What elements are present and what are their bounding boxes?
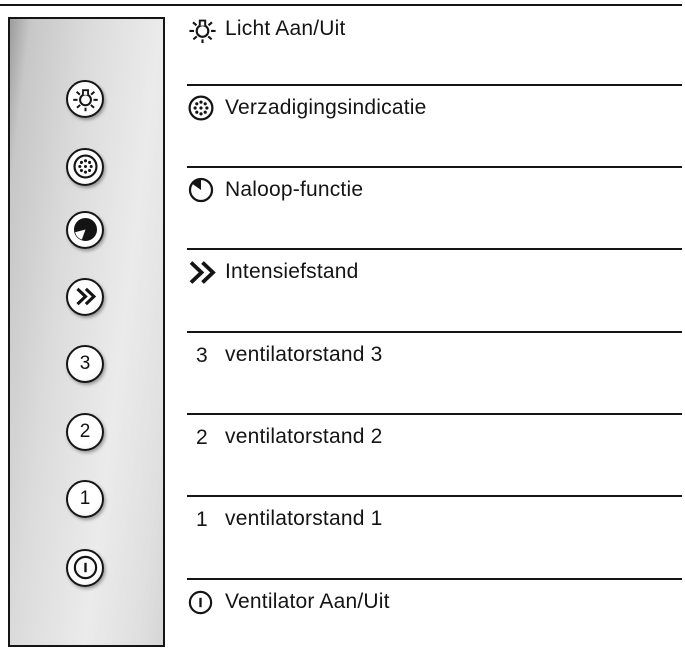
divider bbox=[187, 331, 682, 333]
top-divider bbox=[0, 4, 682, 6]
run-on-button bbox=[66, 210, 104, 249]
divider bbox=[187, 166, 682, 168]
key-1: 1 bbox=[196, 507, 208, 531]
fan-speed-3-label: 3 bbox=[79, 353, 91, 374]
legend-row-power: Ventilator Aan/Uit bbox=[187, 580, 682, 624]
divider bbox=[187, 578, 682, 580]
intensive-button bbox=[66, 277, 104, 316]
divider bbox=[187, 413, 682, 415]
legend-row-fan-2: 2 ventilatorstand 2 bbox=[187, 415, 682, 459]
divider bbox=[187, 495, 682, 497]
power-icon bbox=[72, 554, 99, 581]
saturation-icon bbox=[187, 94, 225, 122]
legend-label: ventilatorstand 3 bbox=[225, 343, 383, 366]
legend-label: Licht Aan/Uit bbox=[225, 17, 346, 40]
fan-speed-2-label: 2 bbox=[79, 421, 91, 442]
saturation-icon bbox=[72, 153, 99, 180]
light-icon bbox=[71, 84, 100, 113]
key-3: 3 bbox=[196, 343, 208, 367]
legend-row-light: Licht Aan/Uit bbox=[187, 7, 682, 51]
fan-speed-1-label: 1 bbox=[79, 488, 91, 509]
legend-label: Verzadigingsindicatie bbox=[225, 96, 427, 119]
run-on-icon bbox=[187, 176, 225, 204]
legend-label: Intensiefstand bbox=[225, 260, 359, 283]
legend-label: Naloop-functie bbox=[225, 178, 364, 201]
legend-row-run-on: Naloop-functie bbox=[187, 168, 682, 212]
legend-row-fan-3: 3 ventilatorstand 3 bbox=[187, 333, 682, 377]
fan-speed-1-button: 1 bbox=[66, 479, 104, 518]
run-on-icon bbox=[72, 216, 99, 243]
light-button bbox=[66, 79, 104, 118]
divider bbox=[187, 84, 682, 86]
saturation-button bbox=[66, 147, 104, 186]
key-2: 2 bbox=[196, 425, 208, 449]
light-icon bbox=[187, 14, 225, 45]
legend-row-intensive: Intensiefstand bbox=[187, 250, 682, 294]
control-panel: 3 2 1 bbox=[8, 17, 165, 647]
double-chevron-icon bbox=[187, 259, 225, 286]
legend-label: ventilatorstand 1 bbox=[225, 507, 383, 530]
divider bbox=[187, 248, 682, 250]
fan-speed-3-button: 3 bbox=[66, 344, 104, 383]
double-chevron-icon bbox=[74, 285, 97, 308]
fan-speed-2-button: 2 bbox=[66, 412, 104, 451]
legend-label: Ventilator Aan/Uit bbox=[225, 590, 390, 613]
power-icon bbox=[187, 589, 225, 616]
legend-row-fan-1: 1 ventilatorstand 1 bbox=[187, 497, 682, 541]
legend-row-saturation: Verzadigingsindicatie bbox=[187, 86, 682, 130]
power-button bbox=[66, 548, 104, 587]
legend-label: ventilatorstand 2 bbox=[225, 425, 383, 448]
